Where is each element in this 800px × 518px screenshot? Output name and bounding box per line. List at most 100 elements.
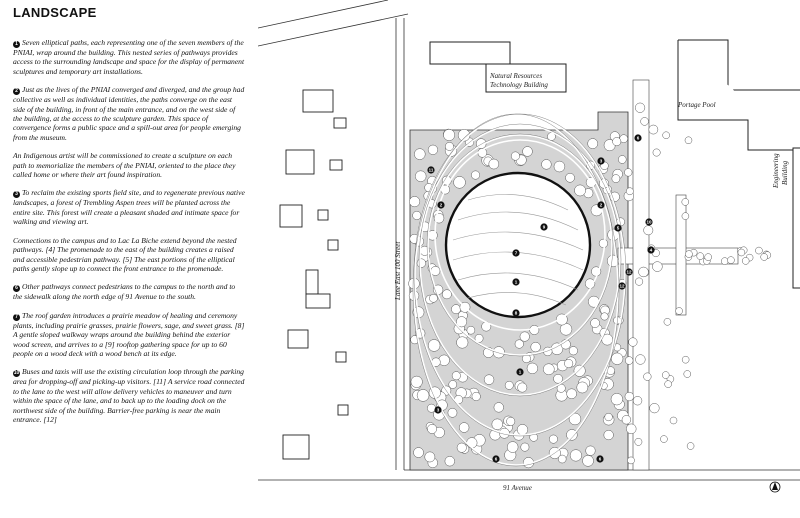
plan-marker-number: 4: [650, 248, 653, 253]
paragraph-connections: Connections to the campus and to Lac La …: [13, 235, 237, 273]
tree-icon: [643, 225, 654, 236]
tree-icon: [506, 416, 516, 426]
plan-marker-icon: [614, 224, 622, 232]
tree-icon: [737, 248, 746, 257]
houses: [279, 89, 349, 460]
tree-icon: [451, 304, 461, 315]
tree-icon: [444, 456, 455, 467]
plan-marker-number: 12: [626, 270, 632, 275]
tree-icon: [413, 447, 424, 458]
engineering-label-2: Building: [781, 160, 789, 185]
tree-icon: [628, 337, 638, 347]
plan-marker-icon: [618, 282, 626, 290]
tree-icon: [410, 375, 423, 388]
plan-marker-number: 2: [440, 203, 443, 208]
tree-icon: [582, 455, 594, 467]
tree-icon: [429, 293, 438, 303]
plan-marker-icon: [434, 406, 442, 414]
tree-icon: [553, 160, 566, 173]
tree-icon: [686, 442, 695, 450]
avenue-label: 91 Avenue: [503, 484, 532, 492]
museum-building: [444, 171, 592, 319]
plan-marker-icon: [634, 134, 642, 142]
plan-marker-icon: [512, 249, 520, 257]
tree-icon: [652, 148, 661, 157]
tree-icon: [574, 184, 586, 197]
tree-icon: [442, 289, 452, 300]
tree-icon: [721, 257, 729, 265]
tree-icon: [635, 354, 646, 365]
tree-icon: [625, 356, 634, 365]
tree-icon: [430, 266, 441, 276]
plan-marker-icon: [645, 218, 653, 226]
plan-marker-number: 6: [495, 457, 498, 462]
tree-icon: [448, 380, 458, 389]
plan-marker-icon: [597, 157, 605, 165]
tree-icon: [675, 307, 683, 315]
tree-icon: [456, 336, 469, 349]
tree-icon: [681, 355, 690, 364]
tree-icon: [526, 362, 539, 374]
tree-icon: [517, 382, 528, 393]
plan-marker-number: 8: [515, 311, 518, 316]
tree-icon: [611, 352, 624, 365]
tree-icon: [451, 371, 461, 381]
tree-icon: [568, 412, 582, 426]
tree-icon: [624, 391, 634, 402]
tree-icon: [627, 456, 635, 465]
tree-icon: [519, 331, 530, 342]
marker-3-icon: 3: [13, 191, 20, 199]
plan-marker-icon: [625, 268, 633, 276]
tree-icon: [466, 437, 478, 449]
tree-icon: [520, 442, 530, 452]
tree-icon: [576, 381, 589, 394]
plan-marker-number: 6: [637, 136, 640, 141]
tree-icon: [456, 442, 467, 453]
tree-icon: [569, 449, 582, 462]
tree-icon: [648, 124, 659, 135]
tree-icon: [649, 403, 660, 414]
plan-marker-number: 1: [515, 280, 518, 285]
plan-marker-number: 7: [515, 251, 518, 256]
tree-icon: [662, 131, 670, 139]
tree-icon: [635, 277, 644, 286]
tree-icon: [427, 144, 439, 155]
tree-icon: [514, 339, 524, 349]
nrt-label-1: Natural Resources: [489, 72, 542, 80]
plan-marker-icon: [512, 278, 520, 286]
plan-marker-number: 3: [600, 159, 603, 164]
tree-icon: [660, 435, 668, 443]
tree-icon: [506, 441, 519, 453]
tree-icon: [566, 388, 577, 400]
tree-icon: [664, 380, 672, 388]
tree-icon: [684, 136, 693, 145]
tree-icon: [612, 137, 622, 147]
marker-10-icon: 10: [13, 370, 20, 378]
plan-marker-icon: [516, 368, 524, 376]
lane-label: Lane East 100 Street: [394, 241, 402, 301]
tree-icon: [414, 148, 426, 160]
tree-icon: [696, 252, 704, 260]
tree-icon: [598, 238, 608, 248]
marker-7-icon: 7: [13, 313, 20, 321]
tree-icon: [447, 407, 458, 418]
tree-icon: [471, 391, 481, 401]
tree-icon: [585, 445, 596, 456]
plan-marker-icon: [437, 201, 445, 209]
tree-icon: [640, 117, 649, 126]
plan-marker-icon: [540, 223, 548, 231]
tree-icon: [587, 138, 599, 149]
tree-icon: [610, 393, 623, 406]
tree-icon: [412, 210, 422, 220]
plan-marker-number: 9: [543, 225, 546, 230]
tree-icon: [634, 102, 646, 113]
nrt-building: [429, 41, 567, 93]
marker-1-icon: 1: [13, 41, 20, 48]
tree-icon: [634, 437, 643, 446]
tree-icon: [661, 371, 670, 379]
plan-marker-icon: [427, 166, 435, 174]
